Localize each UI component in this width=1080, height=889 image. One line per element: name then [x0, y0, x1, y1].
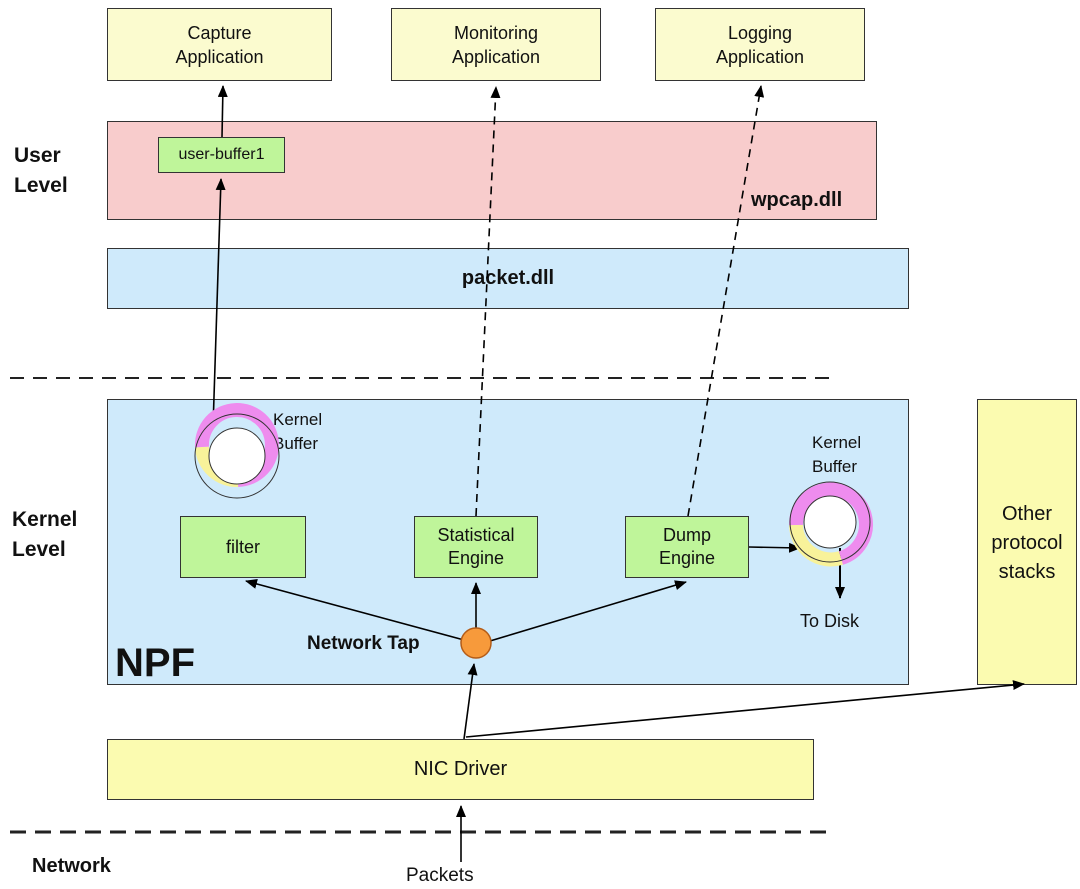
- monitoring-application-box: Monitoring Application: [391, 8, 601, 81]
- to-disk-label: To Disk: [800, 611, 860, 631]
- nic-to-tap-arrow: [463, 663, 478, 740]
- network-tap-label: Network Tap: [307, 633, 420, 654]
- statistical-to-monitoring-arrow: [475, 86, 501, 517]
- kernel-to-user-buffer-arrow: [212, 178, 226, 429]
- other-protocol-stacks-box: Other protocol stacks: [977, 399, 1077, 685]
- dump-to-buffer-arrow: [748, 542, 801, 553]
- user-buffer-box: user-buffer1: [158, 137, 285, 173]
- user-buffer-to-capture-arrow: [217, 85, 228, 138]
- packet-dll-layer: packet.dll: [107, 248, 909, 309]
- network-level-label: Network: [32, 855, 111, 877]
- tap-to-filter-arrow: [245, 579, 465, 641]
- kernel-buffer-left-label: Kernel Buffer: [273, 410, 323, 453]
- packets-label: Packets: [406, 865, 474, 886]
- statistical-engine-box: Statistical Engine: [414, 516, 538, 578]
- wpcap-label: wpcap.dll: [751, 189, 843, 211]
- filter-box: filter: [180, 516, 306, 578]
- npf-title: NPF: [115, 641, 195, 685]
- dump-to-logging-arrow: [687, 85, 765, 517]
- network-tap-node: [460, 627, 492, 659]
- dump-engine-box: Dump Engine: [625, 516, 749, 578]
- nic-to-other-stacks-arrow: [465, 680, 1025, 738]
- tap-to-dump-arrow: [489, 580, 687, 642]
- logging-application-box: Logging Application: [655, 8, 865, 81]
- user-level-label: User Level: [14, 144, 68, 197]
- nic-driver-box: NIC Driver: [107, 739, 814, 800]
- kernel-buffer-right-icon: [788, 481, 873, 567]
- kernel-buffer-right-label: Kernel Buffer: [812, 433, 862, 476]
- kernel-buffer-left-icon: [194, 403, 280, 499]
- kernel-level-label: Kernel Level: [12, 508, 78, 561]
- capture-application-box: Capture Application: [107, 8, 332, 81]
